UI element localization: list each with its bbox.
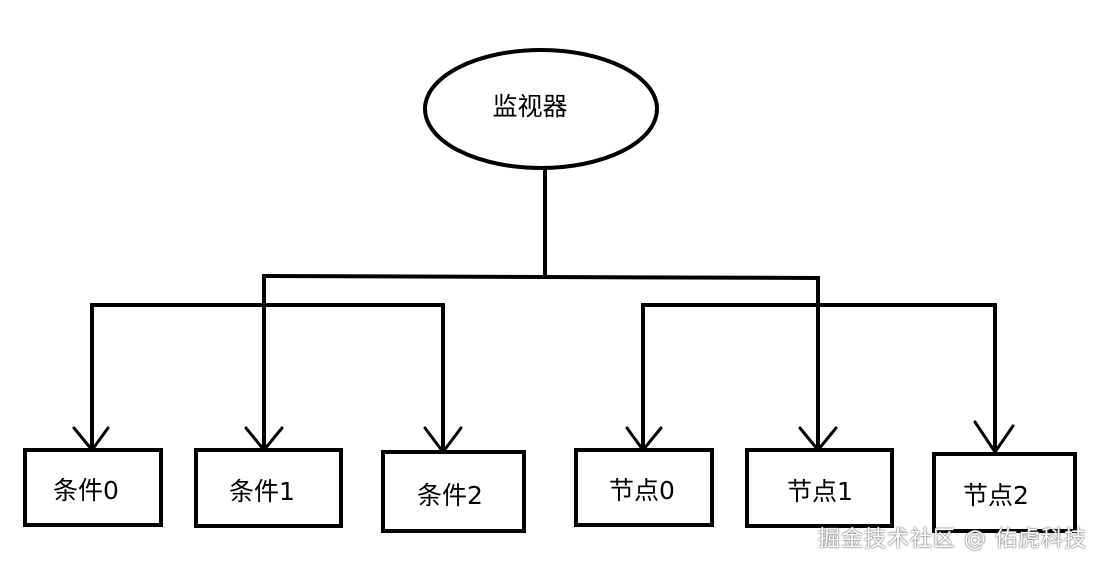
arrowheads — [72, 420, 1015, 455]
condition-label-0: 条件0 — [53, 476, 119, 505]
condition-box-0 — [23, 448, 163, 527]
root-ellipse — [423, 48, 659, 170]
condition-group: 条件0 条件1 条件2 — [23, 448, 526, 533]
node-group: 节点0 节点1 节点2 — [574, 448, 1077, 533]
condition-label-2: 条件2 — [417, 481, 483, 510]
root-label: 监视器 — [492, 92, 567, 121]
connectors — [90, 168, 997, 454]
condition-box-1 — [194, 448, 343, 528]
root-node: 监视器 — [423, 48, 659, 170]
node-box-0 — [574, 448, 714, 527]
node-label-2: 节点2 — [963, 481, 1029, 510]
node-label-0: 节点0 — [609, 476, 675, 505]
condition-label-1: 条件1 — [229, 477, 295, 506]
node-box-1 — [745, 448, 894, 528]
watermark-text: 掘金技术社区 @ 佑虎科技 — [818, 527, 1087, 552]
condition-box-2 — [381, 450, 526, 533]
main-bus-line — [261, 273, 821, 281]
node-label-1: 节点1 — [787, 477, 853, 506]
node-box-2 — [932, 452, 1077, 533]
